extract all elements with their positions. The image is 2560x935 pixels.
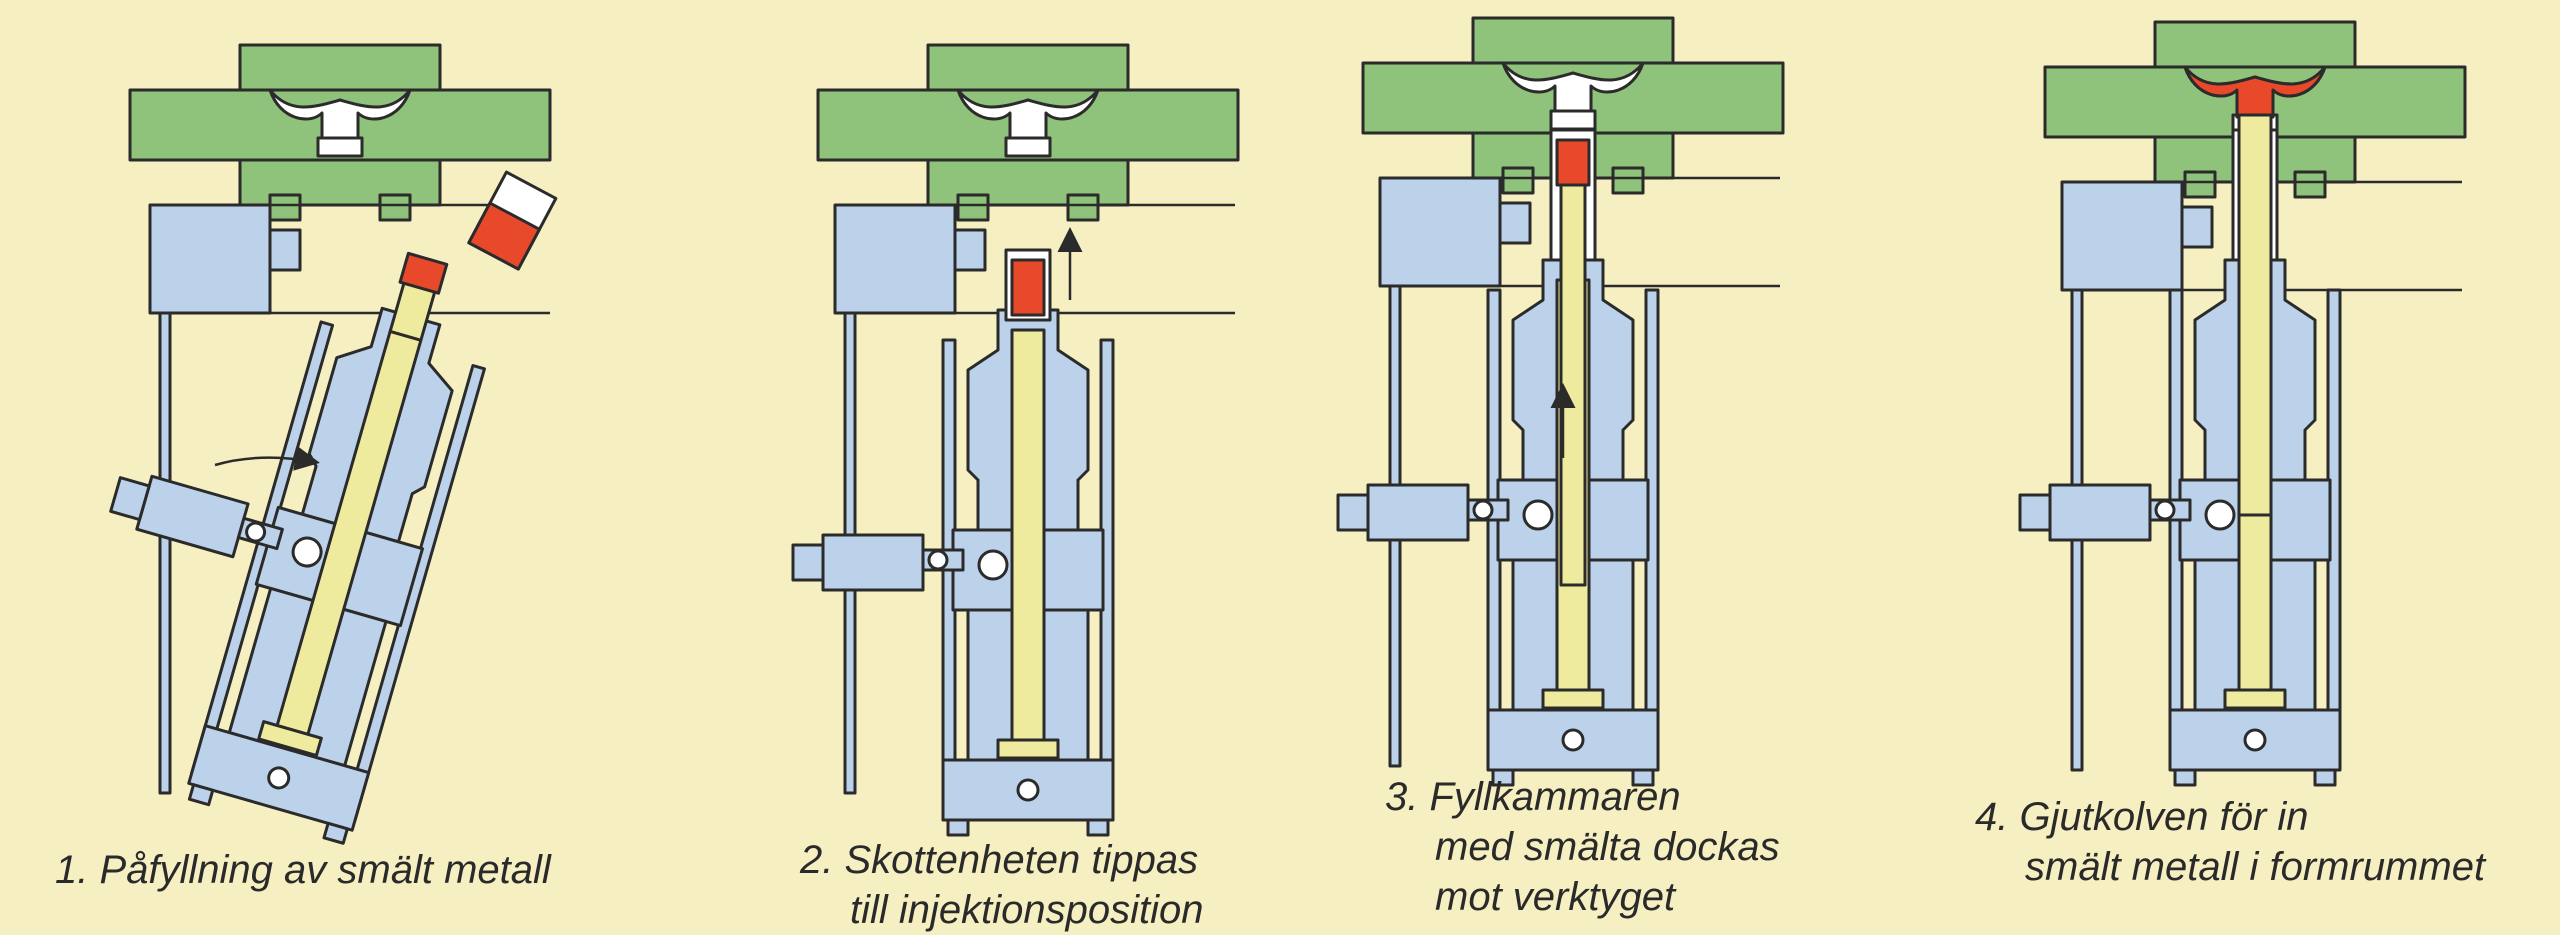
panel-1-filling	[38, 43, 558, 847]
step-1-number: 1.	[55, 848, 89, 892]
step-3-line-2: med smälta dockas	[1435, 825, 1780, 869]
step-4-line-2: smält metall i formrummet	[2025, 845, 2486, 889]
panel-3-docking	[1336, 16, 1785, 787]
step-4-number: 4.	[1975, 795, 2009, 839]
step-2-number: 2.	[800, 838, 834, 882]
step-1-line-1: Påfyllning av smält metall	[99, 848, 551, 892]
step-2-line-1: Skottenheten tippas	[844, 838, 1199, 882]
panel-4-injection	[2018, 20, 2467, 787]
step-4-caption: 4. Gjutkolven för in smält metall i form…	[1975, 792, 2485, 892]
step-3-line-1: Fyllkammaren	[1429, 775, 1681, 819]
step-2-line-2: till injektionsposition	[850, 888, 1204, 932]
step-3-line-3: mot verktyget	[1435, 875, 1676, 919]
ladle-icon	[467, 170, 558, 271]
step-4-line-1: Gjutkolven för in	[2019, 795, 2309, 839]
step-3-number: 3.	[1385, 775, 1419, 819]
step-1-caption: 1. Påfyllning av smält metall	[55, 845, 551, 895]
step-2-caption: 2. Skottenheten tippas till injektionspo…	[800, 835, 1204, 935]
step-3-caption: 3. Fyllkammaren med smälta dockas mot ve…	[1385, 772, 1780, 922]
panel-2-tilt	[791, 43, 1240, 837]
